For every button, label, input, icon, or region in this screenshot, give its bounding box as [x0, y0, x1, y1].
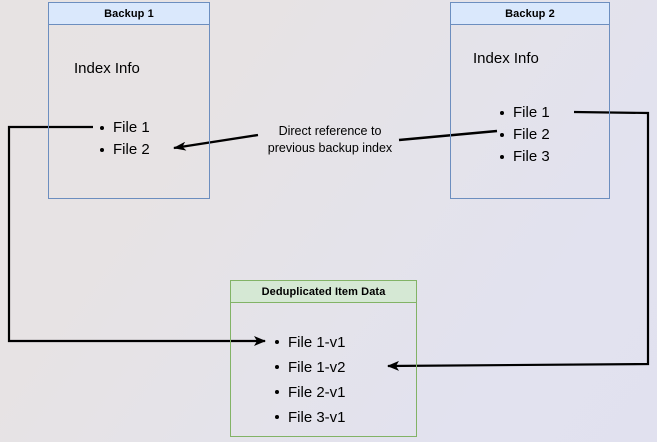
- backup1-header-label: Backup 1: [104, 7, 154, 20]
- dedup-file-list: File 1-v1 File 1-v2 File 2-v1 File 3-v1: [275, 330, 346, 430]
- backup1-box[interactable]: [48, 2, 210, 199]
- direct-reference-note-line2: previous backup index: [267, 141, 393, 155]
- backup2-index-info-label: Index Info: [473, 50, 539, 67]
- list-item[interactable]: File 1-v2: [275, 355, 346, 380]
- list-item[interactable]: File 1-v1: [275, 330, 346, 355]
- list-item[interactable]: File 3-v1: [275, 405, 346, 430]
- list-item[interactable]: File 2-v1: [275, 380, 346, 405]
- list-item[interactable]: File 2: [500, 124, 550, 146]
- list-item[interactable]: File 1: [500, 102, 550, 124]
- dedup-header[interactable]: Deduplicated Item Data: [230, 280, 417, 303]
- list-item[interactable]: File 1: [100, 117, 150, 139]
- backup1-header[interactable]: Backup 1: [48, 2, 210, 25]
- list-item[interactable]: File 3: [500, 146, 550, 168]
- backup2-header[interactable]: Backup 2: [450, 2, 610, 25]
- direct-reference-note: Direct reference to previous backup inde…: [250, 123, 410, 157]
- backup2-header-label: Backup 2: [505, 7, 555, 20]
- dedup-header-label: Deduplicated Item Data: [261, 285, 386, 298]
- backup1-file-list: File 1 File 2: [100, 117, 150, 161]
- direct-reference-note-line1: Direct reference to: [278, 124, 382, 138]
- backup2-file-list: File 1 File 2 File 3: [500, 102, 550, 168]
- backup2-box[interactable]: [450, 2, 610, 199]
- backup1-index-info-label: Index Info: [74, 60, 140, 77]
- list-item[interactable]: File 2: [100, 139, 150, 161]
